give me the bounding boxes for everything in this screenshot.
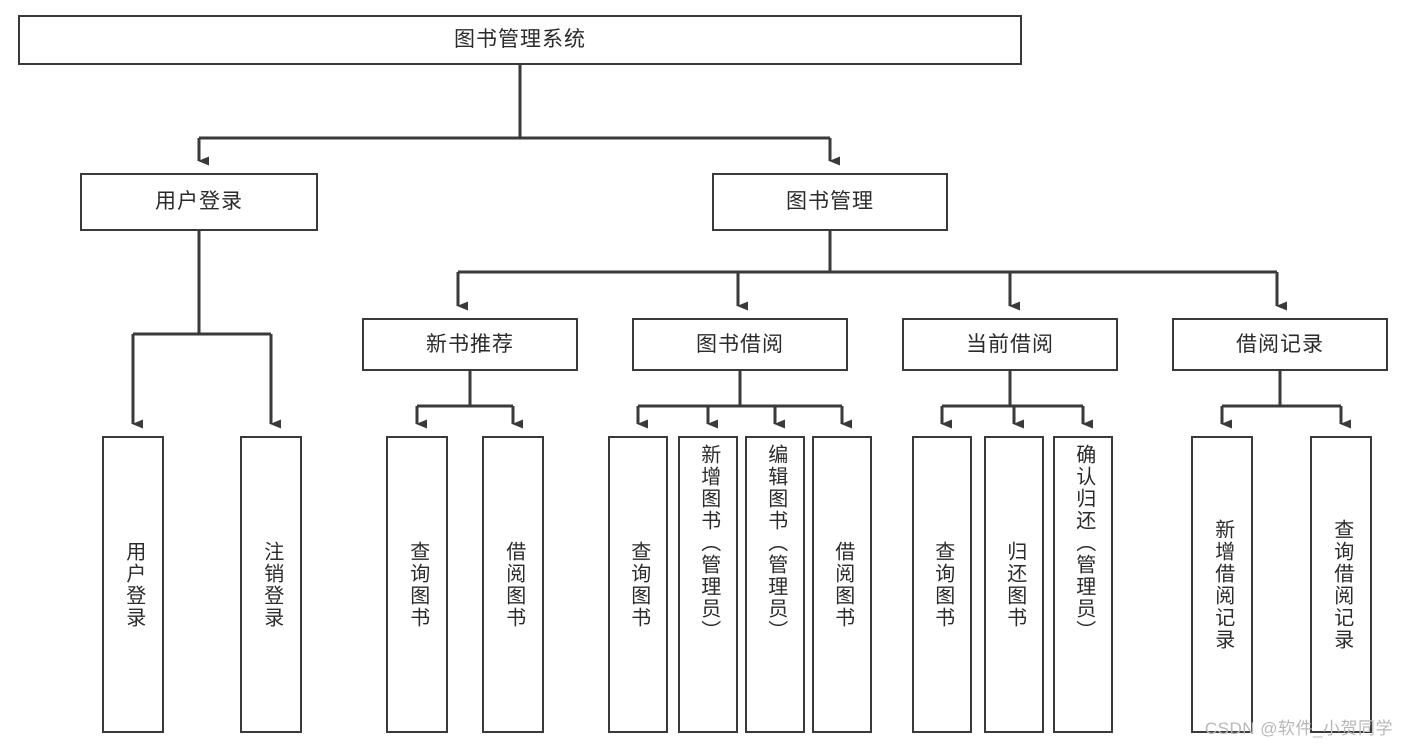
node-leaf-add-book-admin[interactable]: 新增图书（管理员） xyxy=(678,436,738,733)
node-leaf-query-book-borrow[interactable]: 查询图书 xyxy=(608,436,668,733)
node-book-borrow[interactable]: 图书借阅 xyxy=(632,318,848,371)
node-book-management[interactable]: 图书管理 xyxy=(712,173,948,231)
node-leaf-borrow-book-borrow[interactable]: 借阅图书 xyxy=(812,436,872,733)
node-leaf-add-borrow-record[interactable]: 新增借阅记录 xyxy=(1191,436,1253,733)
node-book-borrow-label: 图书借阅 xyxy=(696,332,784,356)
node-leaf-return-book[interactable]: 归还图书 xyxy=(984,436,1044,733)
node-root[interactable]: 图书管理系统 xyxy=(18,15,1022,65)
node-leaf-confirm-return-admin[interactable]: 确认归还（管理员） xyxy=(1053,436,1113,733)
node-leaf-query-book-recommend[interactable]: 查询图书 xyxy=(386,436,448,733)
node-book-management-label: 图书管理 xyxy=(786,190,874,214)
node-borrow-record-label: 借阅记录 xyxy=(1236,332,1324,356)
node-user-login-label: 用户登录 xyxy=(155,190,243,214)
node-leaf-query-borrow-record[interactable]: 查询借阅记录 xyxy=(1310,436,1372,733)
node-borrow-record[interactable]: 借阅记录 xyxy=(1172,318,1388,371)
node-leaf-query-book-current[interactable]: 查询图书 xyxy=(912,436,972,733)
node-current-borrow[interactable]: 当前借阅 xyxy=(902,318,1118,371)
node-leaf-user-login[interactable]: 用户登录 xyxy=(102,436,164,733)
node-current-borrow-label: 当前借阅 xyxy=(966,332,1054,356)
node-leaf-user-logout[interactable]: 注销登录 xyxy=(240,436,302,733)
node-root-label: 图书管理系统 xyxy=(454,28,586,52)
node-leaf-borrow-book-recommend[interactable]: 借阅图书 xyxy=(482,436,544,733)
csdn-watermark: CSDN @软件_小贺同学 xyxy=(1204,719,1393,738)
node-leaf-edit-book-admin[interactable]: 编辑图书（管理员） xyxy=(745,436,805,733)
node-new-book-recommend-label: 新书推荐 xyxy=(426,332,514,356)
node-user-login[interactable]: 用户登录 xyxy=(80,173,318,231)
node-new-book-recommend[interactable]: 新书推荐 xyxy=(362,318,578,371)
